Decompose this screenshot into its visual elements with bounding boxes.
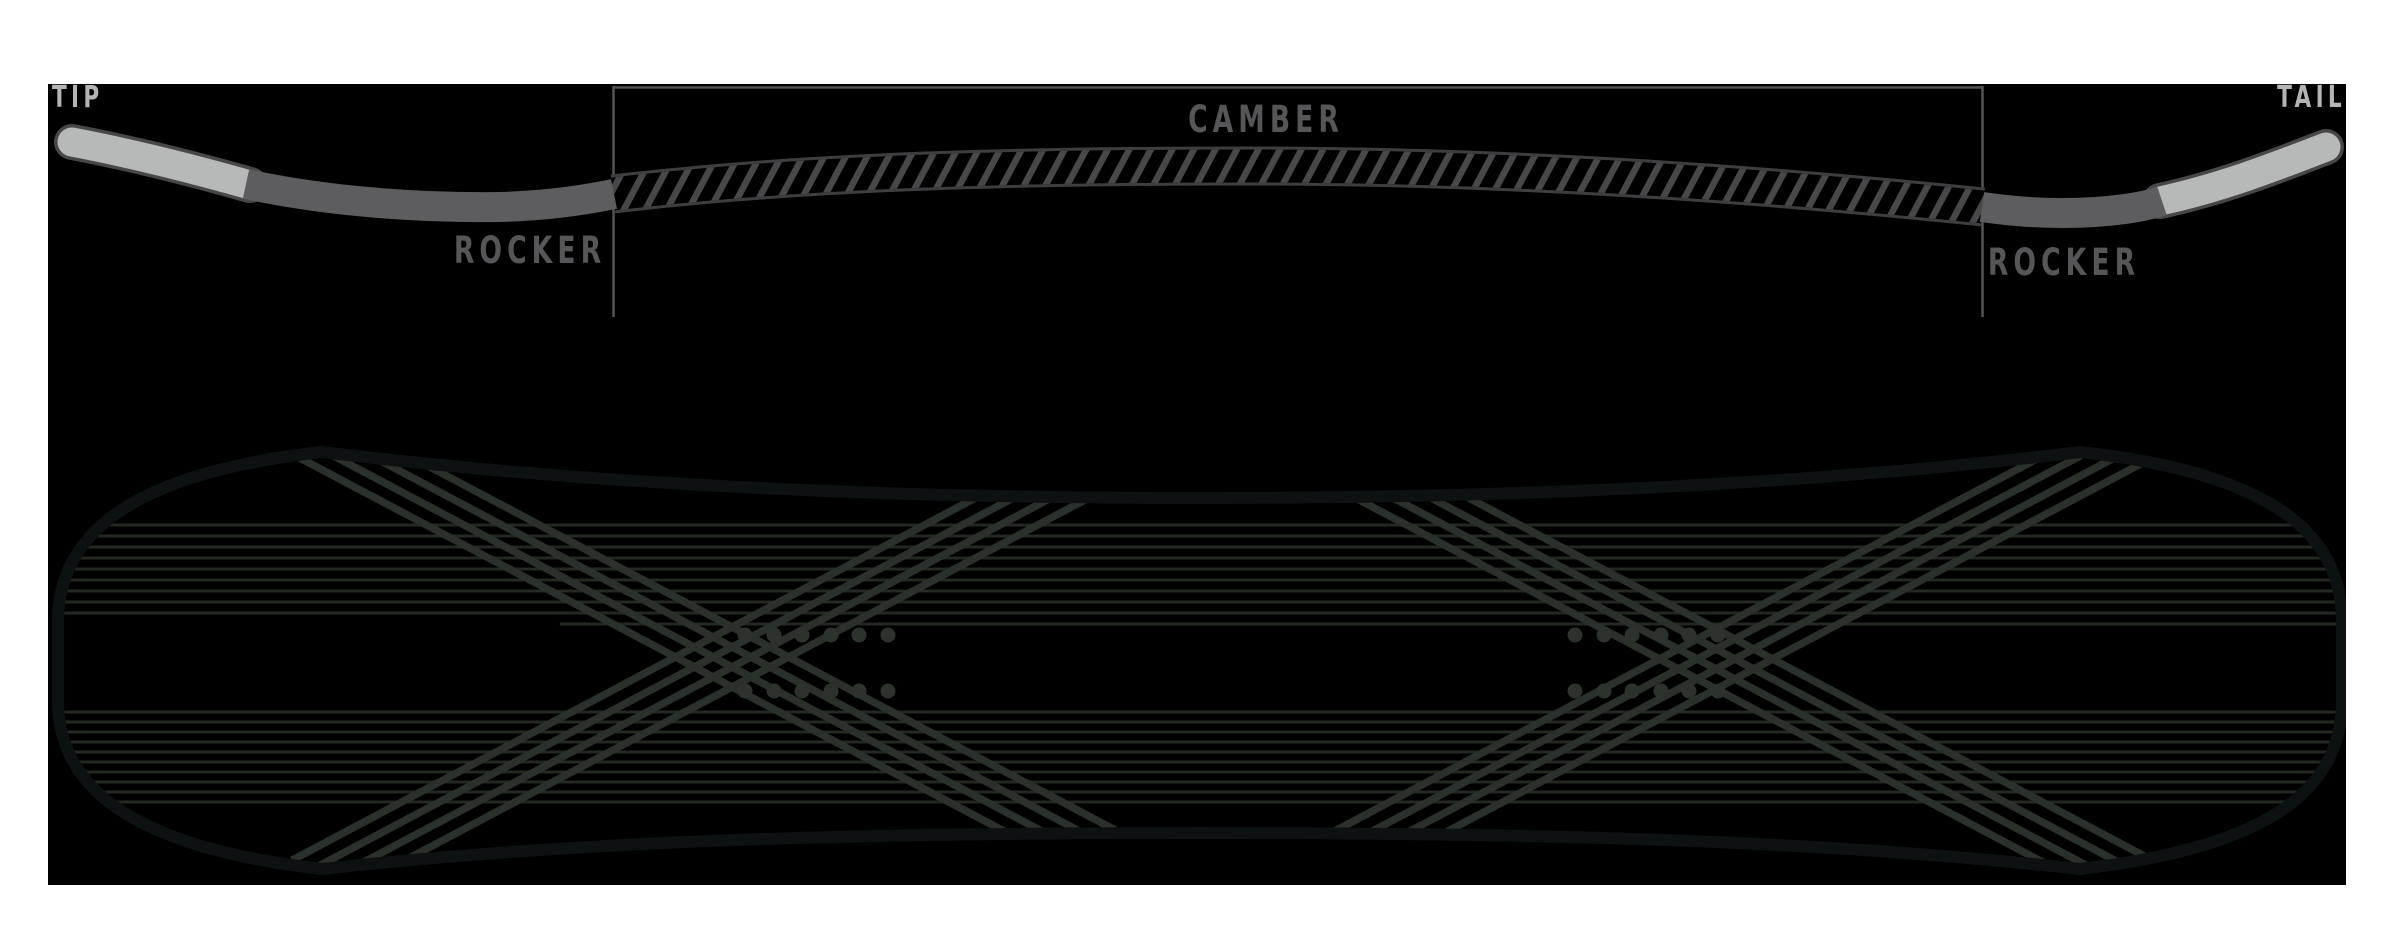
profile-camber-segment — [610, 146, 1985, 227]
insert-dots-right — [1567, 627, 1726, 699]
profile-rocker-left-segment — [242, 169, 618, 223]
profile-tail-segment — [2142, 129, 2344, 219]
board-edge-outline — [52, 445, 2346, 876]
camber-label: CAMBER — [1188, 98, 1344, 142]
insert-dots-left — [737, 627, 896, 699]
profile-diagram: TIP TAIL CAMBER ROCKER ROCKER — [52, 84, 2346, 317]
board-top-view — [52, 445, 2346, 876]
profile-rocker-right-segment — [1979, 186, 2167, 228]
rocker-right-label: ROCKER — [1988, 241, 2140, 285]
diagram-canvas: TIP TAIL CAMBER ROCKER ROCKER — [48, 84, 2346, 885]
board-shape — [58, 452, 2342, 869]
rocker-left-label: ROCKER — [454, 229, 606, 273]
tail-label: TAIL — [2277, 84, 2346, 115]
snowboard-diagram-svg: TIP TAIL CAMBER ROCKER ROCKER — [52, 84, 2346, 876]
tip-label: TIP — [52, 84, 104, 115]
profile-tip-segment — [54, 124, 268, 203]
